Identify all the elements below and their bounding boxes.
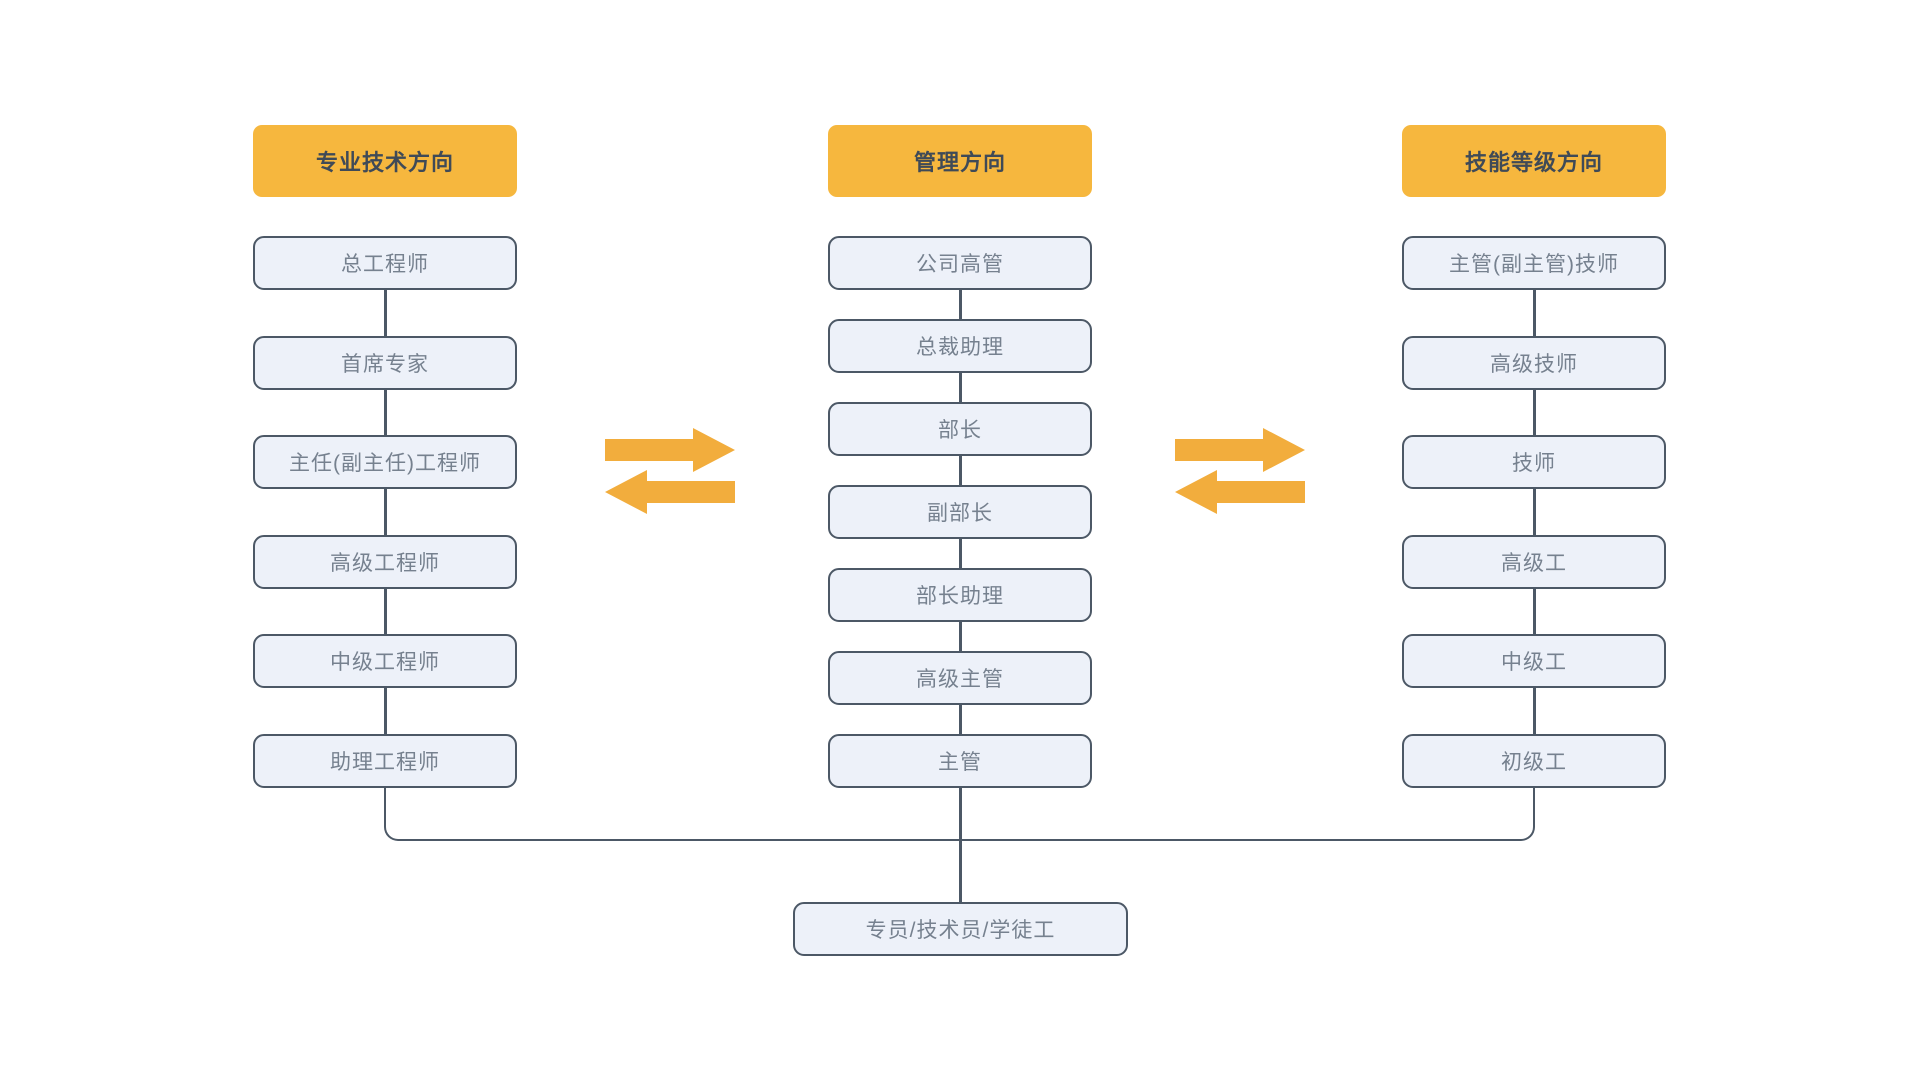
tech-column-connector-line	[384, 260, 387, 788]
node-label: 部长助理	[916, 585, 1004, 608]
node-technician: 技师	[1402, 435, 1666, 489]
left-arrow-icon	[1175, 470, 1305, 514]
node-label: 主管	[938, 751, 982, 774]
node-label: 中级工	[1501, 651, 1567, 674]
tech-mgmt-transfer-arrows	[605, 428, 735, 514]
node-deputy-minister: 副部长	[828, 485, 1092, 539]
mgmt-skill-transfer-arrows	[1175, 428, 1305, 514]
node-label: 总裁助理	[916, 336, 1004, 359]
skill-to-base-connector	[960, 788, 1535, 841]
mgmt-column-header-label: 管理方向	[913, 150, 1006, 175]
node-label: 主任(副主任)工程师	[289, 452, 481, 475]
node-label: 助理工程师	[330, 751, 440, 774]
right-arrow-icon	[605, 428, 735, 472]
skill-column-connector-line	[1533, 260, 1536, 788]
node-label: 总工程师	[341, 253, 429, 276]
tech-to-base-connector	[384, 788, 960, 841]
node-label: 专员/技术员/学徒工	[865, 919, 1056, 942]
node-senior-supervisor: 高级主管	[828, 651, 1092, 705]
node-label: 技师	[1512, 452, 1556, 475]
node-label: 初级工	[1501, 751, 1567, 774]
node-junior-worker: 初级工	[1402, 734, 1666, 788]
node-label: 部长	[938, 419, 982, 442]
node-label: 公司高管	[916, 253, 1004, 276]
node-supervisor: 主管	[828, 734, 1092, 788]
node-chief-technician: 主管(副主管)技师	[1402, 236, 1666, 290]
mgmt-to-base-connector	[959, 788, 962, 902]
node-label: 中级工程师	[330, 651, 440, 674]
node-label: 高级工	[1501, 552, 1567, 575]
mgmt-column-header: 管理方向	[828, 125, 1092, 197]
node-label: 高级技师	[1490, 353, 1578, 376]
node-label: 首席专家	[341, 353, 429, 376]
node-chief-expert: 首席专家	[253, 336, 517, 390]
node-senior-worker: 高级工	[1402, 535, 1666, 589]
node-minister: 部长	[828, 402, 1092, 456]
node-senior-technician: 高级技师	[1402, 336, 1666, 390]
node-base-entry: 专员/技术员/学徒工	[793, 902, 1128, 956]
node-director-engineer: 主任(副主任)工程师	[253, 435, 517, 489]
node-label: 高级主管	[916, 668, 1004, 691]
node-minister-assistant: 部长助理	[828, 568, 1092, 622]
tech-column-header: 专业技术方向	[253, 125, 517, 197]
node-president-assistant: 总裁助理	[828, 319, 1092, 373]
node-label: 主管(副主管)技师	[1449, 253, 1619, 276]
skill-column-header: 技能等级方向	[1402, 125, 1666, 197]
node-label: 高级工程师	[330, 552, 440, 575]
node-senior-engineer: 高级工程师	[253, 535, 517, 589]
node-company-executive: 公司高管	[828, 236, 1092, 290]
node-label: 副部长	[927, 502, 993, 525]
node-intermediate-worker: 中级工	[1402, 634, 1666, 688]
right-arrow-icon	[1175, 428, 1305, 472]
node-assistant-engineer: 助理工程师	[253, 734, 517, 788]
skill-column-header-label: 技能等级方向	[1464, 150, 1603, 175]
node-chief-engineer: 总工程师	[253, 236, 517, 290]
left-arrow-icon	[605, 470, 735, 514]
node-intermediate-engineer: 中级工程师	[253, 634, 517, 688]
tech-column-header-label: 专业技术方向	[315, 150, 454, 175]
